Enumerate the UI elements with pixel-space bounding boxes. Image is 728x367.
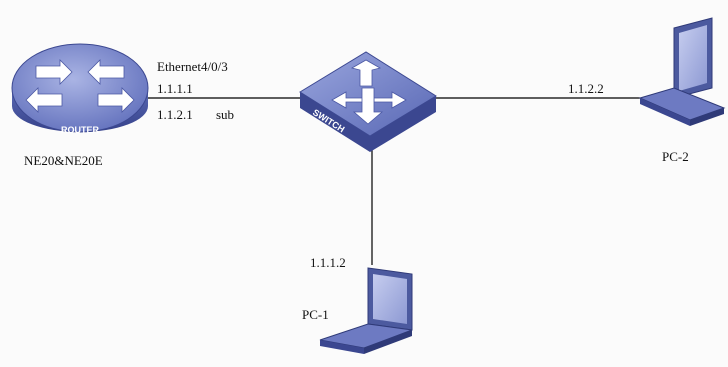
pc2-ip-label: 1.1.2.2 — [568, 81, 604, 96]
pc2-label: PC-2 — [662, 149, 689, 164]
router-ip2-label: 1.1.2.1 — [157, 107, 193, 122]
sub-interface-label: sub — [216, 107, 235, 122]
pc2-laptop-icon — [638, 17, 726, 126]
router-model-label: NE20&NE20E — [24, 153, 103, 168]
switch-icon: SWITCH — [299, 51, 437, 152]
pc1-ip-label: 1.1.1.2 — [310, 255, 346, 270]
pc1-label: PC-1 — [302, 307, 329, 322]
router-badge: ROUTER — [61, 125, 100, 135]
router-icon: ROUTER — [11, 43, 149, 135]
interface-name-label: Ethernet4/0/3 — [157, 59, 228, 74]
router-ip1-label: 1.1.1.1 — [157, 81, 193, 96]
pc1-laptop-icon — [319, 267, 413, 354]
